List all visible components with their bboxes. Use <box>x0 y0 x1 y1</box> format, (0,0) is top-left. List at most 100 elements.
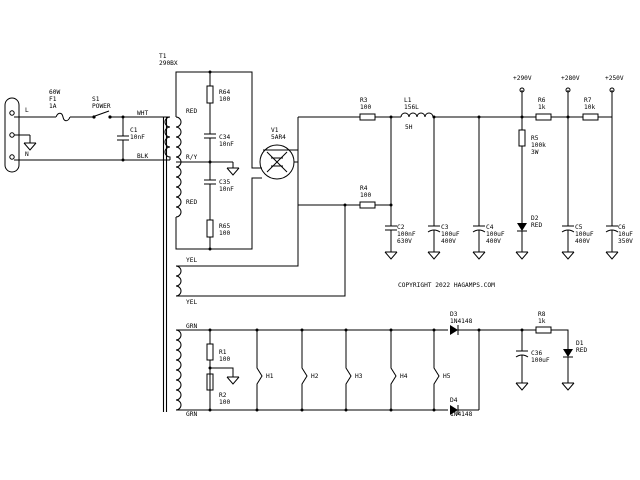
transformer-model: 290BX <box>159 60 178 67</box>
r2-value: 100 <box>219 399 230 406</box>
led-d2-icon <box>517 223 527 232</box>
d3-ref: D3 <box>450 311 458 318</box>
l1-model: 156L <box>404 104 419 111</box>
d1-ref: D1 <box>576 340 584 347</box>
c2-voltage: 630V <box>397 238 412 245</box>
c35-value: 10nF <box>219 186 234 193</box>
r1-value: 100 <box>219 356 230 363</box>
hv-ry-label: R/Y <box>186 154 197 161</box>
transformer-core <box>162 117 168 412</box>
c34-value: 10nF <box>219 141 234 148</box>
primary-blk-label: BLK <box>137 153 148 160</box>
switch-name: POWER <box>92 103 111 110</box>
transformer-ref: T1 <box>159 53 167 60</box>
copyright-text: COPYRIGHT 2022 HAGAMPS.COM <box>398 282 495 289</box>
hv-red-2-label: RED <box>186 199 197 206</box>
ground-symbol <box>515 382 529 391</box>
hv-secondary-winding <box>175 116 182 218</box>
c3-ref: C3 <box>441 224 449 231</box>
ground-symbol <box>605 251 619 260</box>
hv-red-1-label: RED <box>186 108 197 115</box>
r5-ref: R5 <box>531 135 539 142</box>
r2-ref: R2 <box>219 392 227 399</box>
r4-ref: R4 <box>360 185 368 192</box>
led-d1-icon <box>563 349 573 358</box>
primary-winding <box>164 116 171 160</box>
heater-winding <box>175 329 182 411</box>
r6-value: 1k <box>538 104 546 111</box>
heater-label-1: H1 <box>266 373 274 380</box>
r6-ref: R6 <box>538 97 546 104</box>
rectifier-heater-winding <box>175 265 182 297</box>
choke-inductor-icon <box>400 112 434 118</box>
ground-symbol <box>515 251 529 260</box>
heater-label-5: H5 <box>443 373 451 380</box>
c4-value: 100uF <box>486 231 505 238</box>
yel-a-label: YEL <box>186 257 197 264</box>
c3-voltage: 400V <box>441 238 456 245</box>
heater-filaments <box>255 328 440 412</box>
d3-model: 1N4148 <box>450 318 473 325</box>
fuse-icon <box>55 112 71 122</box>
d4-model: 1N4148 <box>450 411 473 418</box>
r1-ref: R1 <box>219 349 227 356</box>
d1-color: RED <box>576 347 587 354</box>
mains-line-label: L <box>25 107 29 114</box>
d2-color: RED <box>531 222 542 229</box>
mains-neutral-label: N <box>25 151 29 158</box>
l1-ref: L1 <box>404 97 412 104</box>
c6-voltage: 350V <box>618 238 633 245</box>
r4-value: 100 <box>360 192 371 199</box>
r3-ref: R3 <box>360 97 368 104</box>
rail-250v: +250V <box>605 75 624 82</box>
c5-value: 100uF <box>575 231 594 238</box>
fuse-rating: 60W <box>49 89 60 96</box>
diode-d3-icon <box>450 325 459 335</box>
r64-value: 100 <box>219 96 230 103</box>
c6-value: 10uF <box>618 231 633 238</box>
ground-symbol <box>427 251 441 260</box>
ground-symbol <box>561 251 575 260</box>
r5-value: 100k <box>531 142 546 149</box>
r8-value: 1k <box>538 318 546 325</box>
r3-value: 100 <box>360 104 371 111</box>
l1-value: 5H <box>405 124 413 131</box>
c6-ref: C6 <box>618 224 626 231</box>
r5-power: 3W <box>531 149 539 156</box>
ground-symbol <box>472 251 486 260</box>
heater-label-3: H3 <box>355 373 363 380</box>
heater-label-2: H2 <box>311 373 319 380</box>
v1-ref: V1 <box>271 127 279 134</box>
c4-voltage: 400V <box>486 238 501 245</box>
r65-value: 100 <box>219 230 230 237</box>
heater-label-4: H4 <box>400 373 408 380</box>
r64-ref: R64 <box>219 89 230 96</box>
ground-symbol <box>226 167 240 176</box>
c2-ref: C2 <box>397 224 405 231</box>
d2-ref: D2 <box>531 215 539 222</box>
c36-ref: C36 <box>531 350 542 357</box>
r65-ref: R65 <box>219 223 230 230</box>
ground-symbol <box>384 251 398 260</box>
ground-symbol <box>226 376 240 385</box>
c35-ref: C35 <box>219 179 230 186</box>
ground-symbol <box>23 142 37 151</box>
c36-value: 100uF <box>531 357 550 364</box>
c2-value: 100nF <box>397 231 416 238</box>
r8-ref: R8 <box>538 311 546 318</box>
c5-voltage: 400V <box>575 238 590 245</box>
r7-value: 10k <box>584 104 595 111</box>
c1-value: 10nF <box>130 134 145 141</box>
r7-ref: R7 <box>584 97 592 104</box>
power-switch-icon <box>92 110 112 119</box>
primary-wht-label: WHT <box>137 110 148 117</box>
grn-b-label: GRN <box>186 411 197 418</box>
yel-b-label: YEL <box>186 299 197 306</box>
c34-ref: C34 <box>219 134 230 141</box>
c3-value: 100uF <box>441 231 460 238</box>
rail-290v: +290V <box>513 75 532 82</box>
ground-symbol <box>561 382 575 391</box>
c1-ref: C1 <box>130 127 138 134</box>
fuse-value: 1A <box>49 103 57 110</box>
